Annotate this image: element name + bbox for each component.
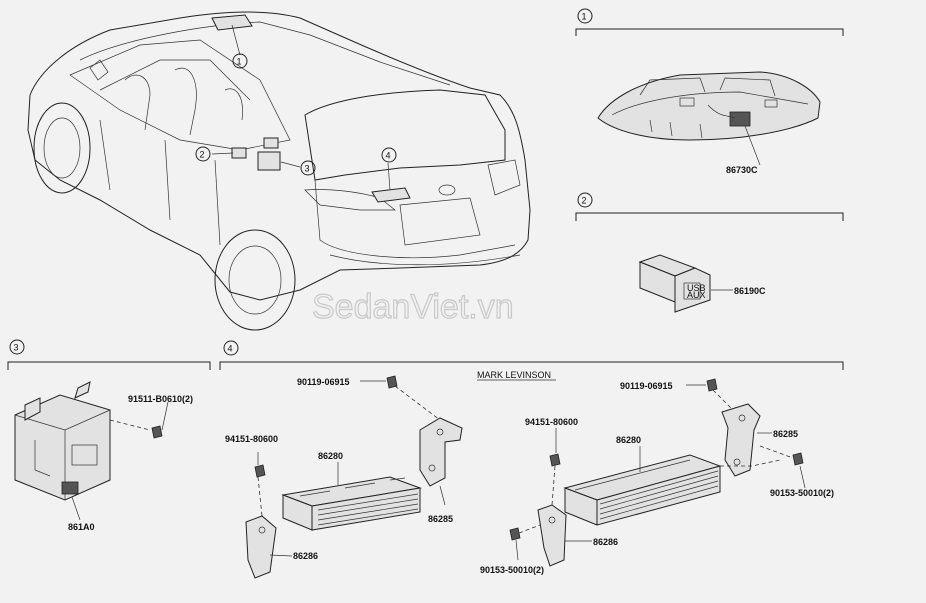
usb-aux-switch: USB AUX <box>638 254 711 313</box>
callout-3: 3 <box>300 160 316 176</box>
svg-text:1: 1 <box>237 57 242 67</box>
part-label-90153-left: 90153-50010(2) <box>480 565 544 575</box>
part-label-90119-left: 90119-06915 <box>297 377 350 387</box>
part-label-86286-right: 86286 <box>593 537 618 547</box>
section-3: 3 91511-B0610(2) 861A0 <box>7 339 211 532</box>
part-label-94151-right: 94151-80600 <box>525 417 578 427</box>
part-label-86190C: 86190C <box>734 286 766 296</box>
section-2: 2 USB AUX 86190C <box>575 192 844 313</box>
control-module-861A0 <box>14 381 111 501</box>
roof-console-unit <box>597 71 821 141</box>
part-label-90119-right: 90119-06915 <box>620 381 673 391</box>
section-2-number: 2 <box>582 196 587 206</box>
watermark: SedanViet.vn <box>312 288 514 326</box>
part-label-90153-right: 90153-50010(2) <box>770 488 834 498</box>
part-label-86286-left: 86286 <box>293 551 318 561</box>
vehicle-illustration <box>27 11 531 331</box>
section-1-number: 1 <box>582 12 587 22</box>
section-4-number: 4 <box>228 344 233 354</box>
part-label-86280-left: 86280 <box>318 451 343 461</box>
amplifier-assembly-left: 90119-06915 86285 94151-80600 86280 <box>225 375 463 579</box>
callout-2: 2 <box>195 146 211 162</box>
amplifier-assembly-right: 90119-06915 86285 90153-50010(2) 94151-8… <box>480 378 834 575</box>
svg-text:4: 4 <box>386 151 391 161</box>
part-label-91511: 91511-B0610(2) <box>128 394 193 404</box>
part-label-94151-left: 94151-80600 <box>225 434 278 444</box>
svg-text:2: 2 <box>200 150 205 160</box>
svg-text:3: 3 <box>305 164 310 174</box>
part-label-861A0: 861A0 <box>68 522 95 532</box>
part-label-86280-right: 86280 <box>616 435 641 445</box>
switch-aux-text: AUX <box>687 290 706 300</box>
section-1: 1 86730C <box>575 8 844 175</box>
part-label-86285-right: 86285 <box>773 429 798 439</box>
switch-usb-text: USB <box>687 283 706 293</box>
part-label-86730C: 86730C <box>726 165 758 175</box>
callout-4: 4 <box>381 147 397 163</box>
section-3-number: 3 <box>14 343 19 353</box>
callout-1: 1 <box>232 53 248 69</box>
part-label-86285-left: 86285 <box>428 514 453 524</box>
section-4: 4 MARK LEVINSON 90119-06915 86285 94151-… <box>219 340 844 579</box>
mark-levinson-label: MARK LEVINSON <box>477 370 551 380</box>
